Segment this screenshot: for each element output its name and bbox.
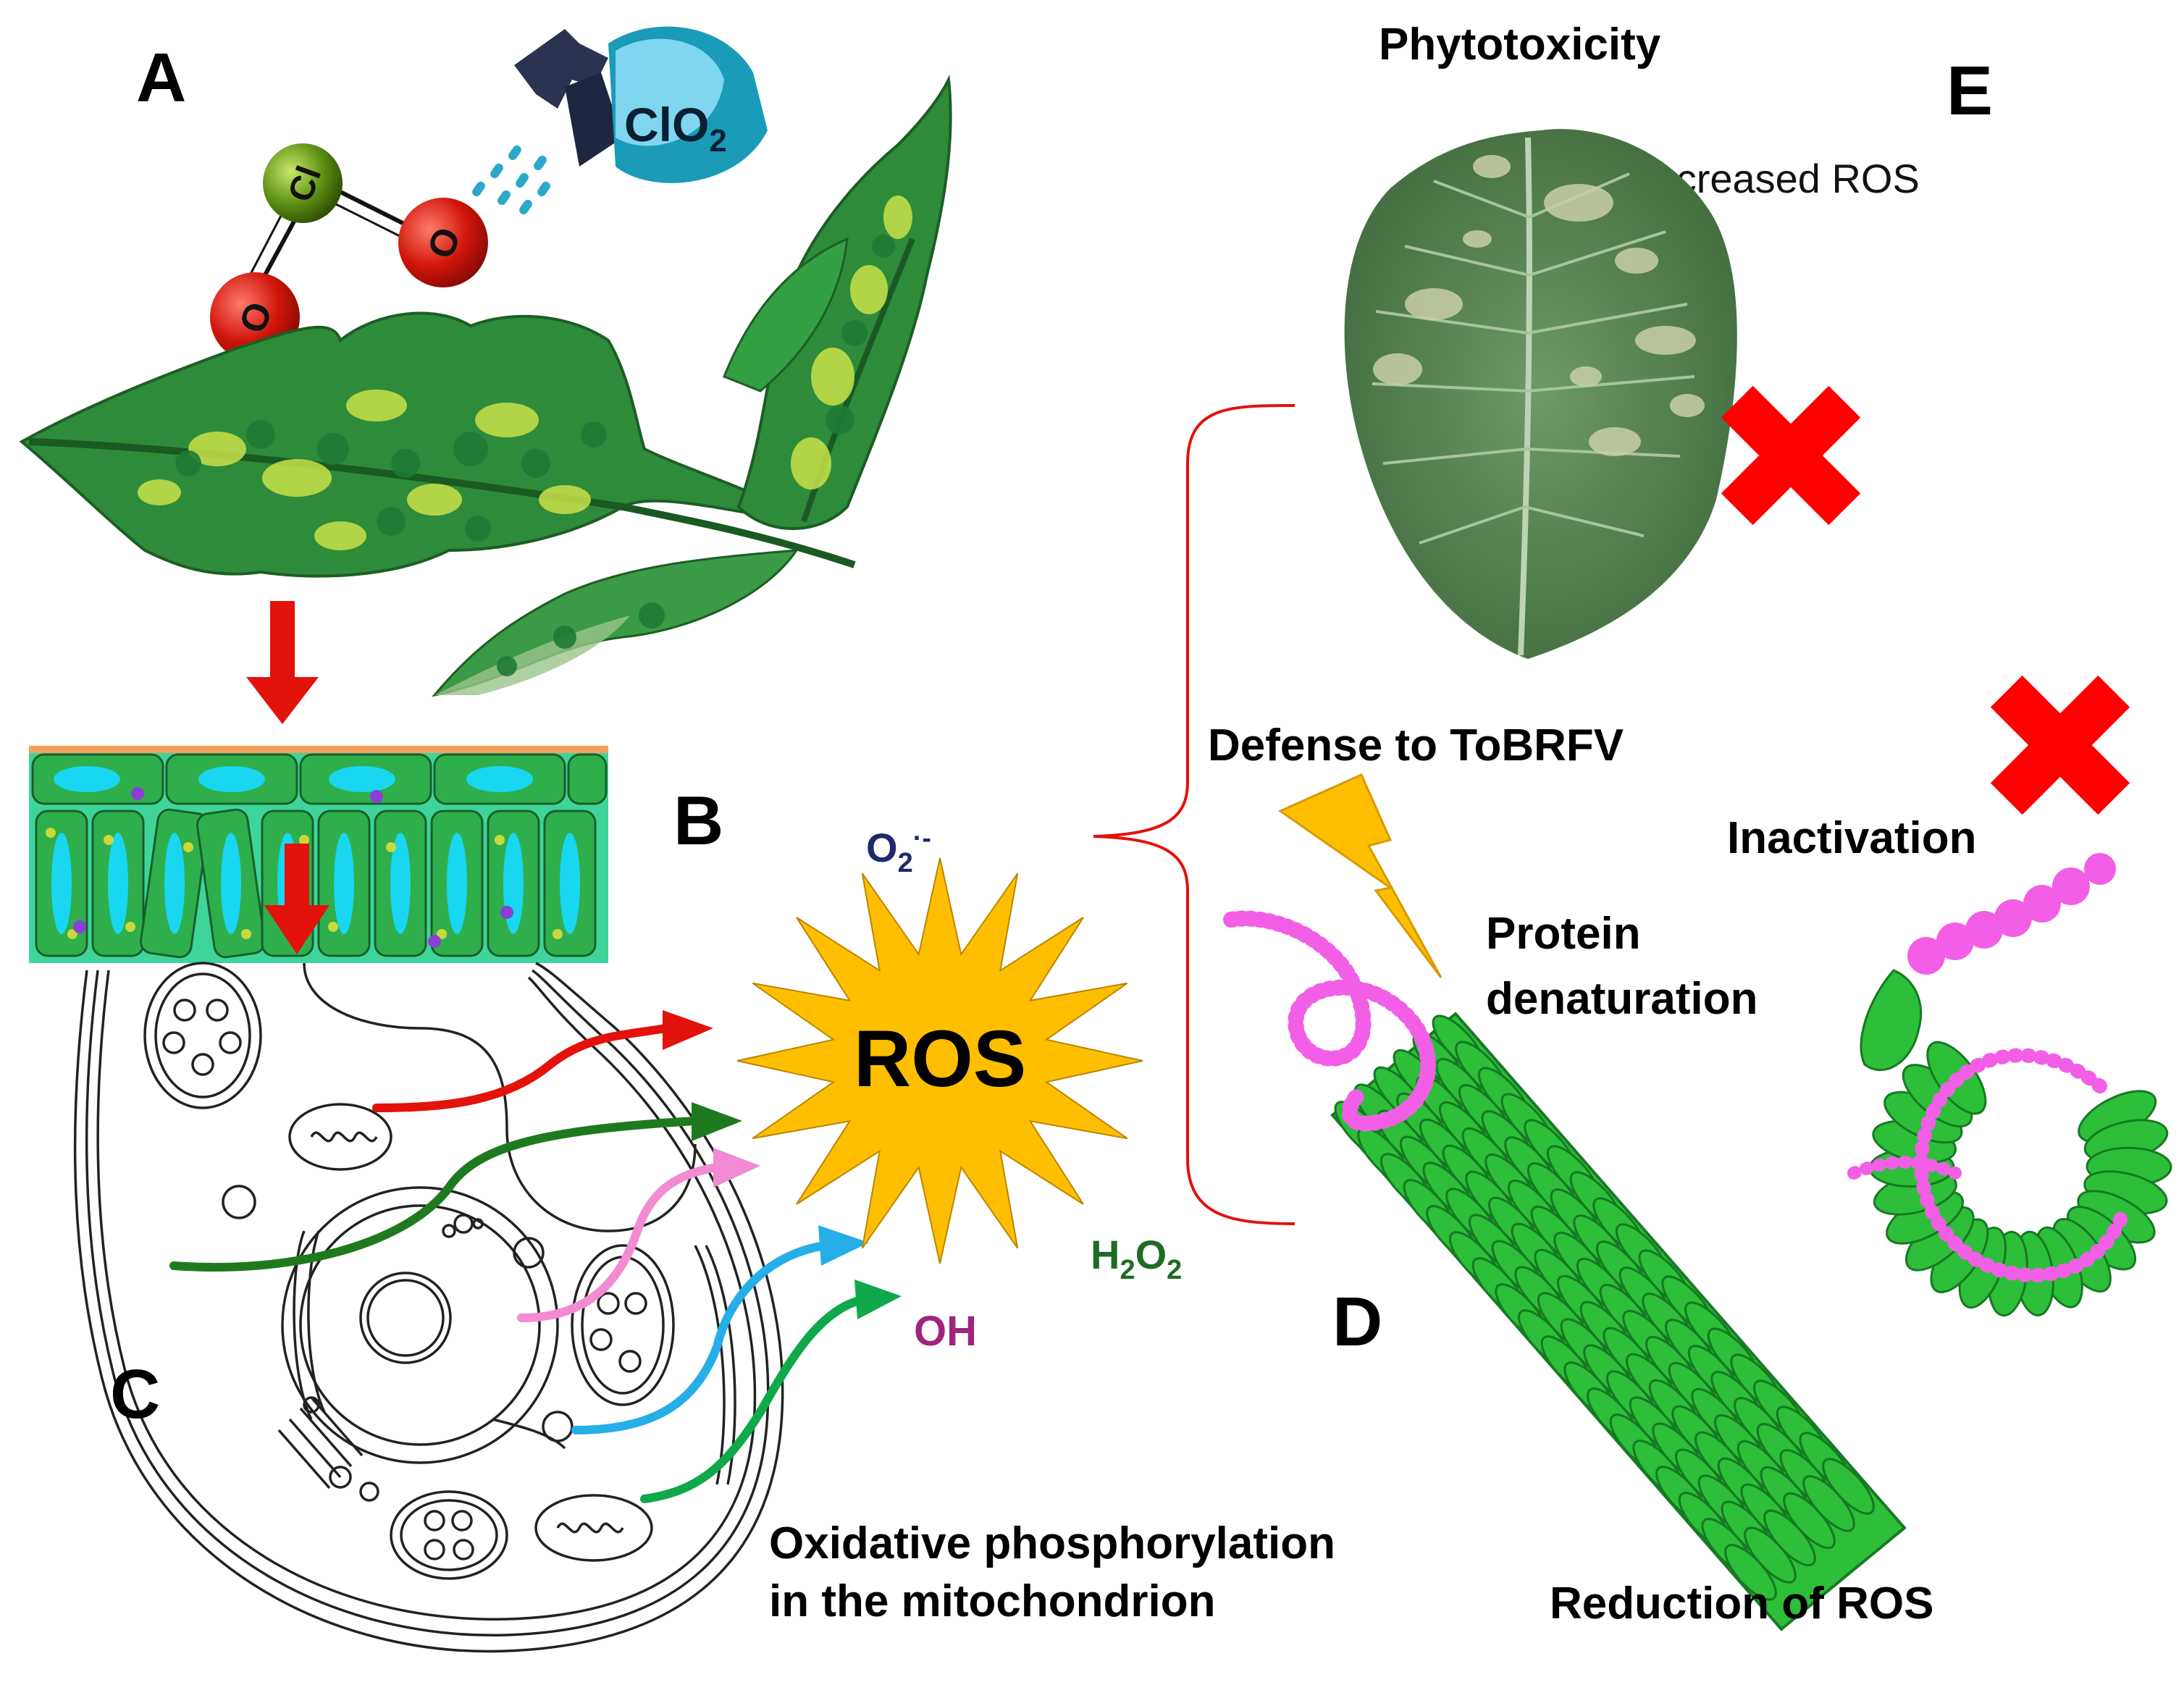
- rna-fragment: [1907, 853, 2116, 975]
- arrow-light-green: [640, 1295, 866, 1503]
- cross-icon-phytotoxicity: [1721, 385, 1861, 526]
- arrow-pink: [517, 1163, 721, 1322]
- clo2-molecule: Cl O O: [210, 143, 488, 362]
- clo2-label: ClO2: [624, 98, 727, 159]
- protein-label-line2: denaturation: [1486, 974, 1757, 1024]
- damaged-leaf-photo: [1344, 129, 1737, 659]
- disassembled-capsid: [1847, 1041, 2172, 1317]
- spray-bottle-icon: ClO2: [514, 26, 768, 183]
- spray-droplets: [472, 145, 550, 215]
- inactivation-label: Inactivation: [1727, 813, 1977, 863]
- panel-letter-c: C: [110, 1356, 160, 1433]
- lightning-bolt-icon: [1277, 773, 1442, 978]
- oxphos-label-line2: in the mitochondrion: [769, 1576, 1216, 1626]
- panel-letter-b: B: [673, 782, 723, 860]
- ros-label: ROS: [854, 1014, 1026, 1104]
- ros-source-arrows: [169, 1024, 866, 1503]
- phytotoxicity-label: Phytotoxicity: [1379, 20, 1661, 70]
- arrow-red-mitochondrion: [372, 1024, 671, 1112]
- panel-c: C Oxidative phosphorylation in the mitoc…: [73, 962, 1335, 1653]
- bracket: [1093, 404, 1295, 1225]
- rna-coil: [1223, 910, 1437, 1132]
- panel-letter-a: A: [136, 39, 186, 117]
- ros-burst: ROS O2·- H2O2 OH: [736, 823, 1182, 1355]
- arrow-dark-green: [169, 1117, 700, 1272]
- capsid-scale: [1822, 1458, 1875, 1515]
- oxphos-label-line1: Oxidative phosphorylation: [769, 1518, 1335, 1568]
- plant-cell-illustration: [73, 962, 784, 1653]
- reduction-label: Reduction of ROS: [1550, 1579, 1933, 1629]
- virus-rod-illustration: [1330, 1012, 1907, 1631]
- chlorine-atom: [263, 143, 343, 223]
- panel-letter-e: E: [1946, 52, 1993, 130]
- tomato-leaf-illustration: [19, 75, 952, 697]
- superoxide-label: O2·-: [866, 823, 931, 878]
- hydroxyl-label: OH: [914, 1308, 977, 1355]
- panel-d: Defense to ToBRFV Protein denaturation D…: [1208, 675, 2172, 1631]
- panel-b: B: [29, 746, 723, 963]
- defense-label: Defense to ToBRFV: [1208, 720, 1624, 770]
- cross-icon-inactivation: [1990, 675, 2130, 815]
- oxygen-atom-right: [398, 198, 488, 287]
- ros-star-shape: [736, 857, 1143, 1264]
- arrow-blue: [571, 1241, 830, 1434]
- capsid-subunit: [1860, 969, 1923, 1072]
- red-down-arrow-a-b: [246, 601, 319, 724]
- panel-e: Phytotoxicity E Increased ROS: [1344, 20, 1993, 659]
- protein-label-line1: Protein: [1486, 909, 1641, 959]
- panel-a: A Cl O O: [19, 26, 952, 724]
- hydrogen-peroxide-label: H2O2: [1091, 1232, 1182, 1285]
- ros-arrow-heads: [663, 1010, 902, 1319]
- panel-letter-d: D: [1332, 1283, 1382, 1361]
